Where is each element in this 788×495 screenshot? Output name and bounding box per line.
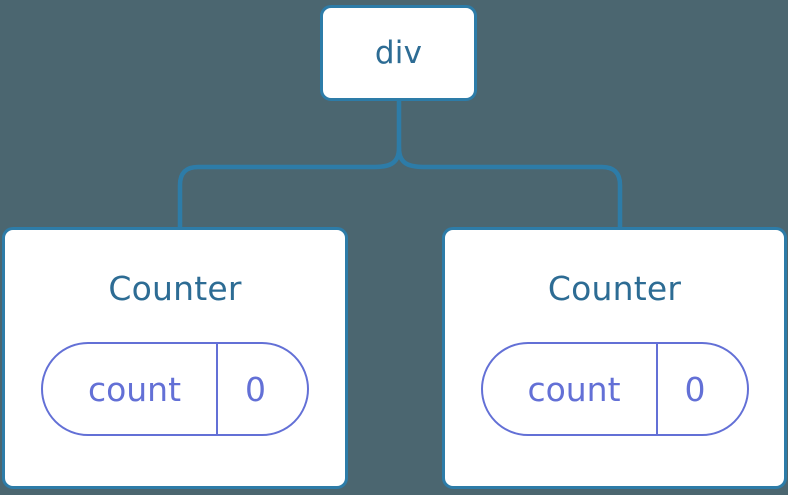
state-pill-counter-left[interactable]: count 0 [41,342,309,436]
edge-div-to-counter-left [177,97,402,232]
edge-div-to-counter-right [396,145,623,232]
node-counter-right[interactable]: Counter count 0 [442,227,787,489]
node-counter-left-label: Counter [108,269,242,308]
node-div-label: div [374,34,423,71]
node-counter-right-label: Counter [547,269,682,308]
state-pill-counter-right[interactable]: count 0 [480,342,749,436]
node-counter-left[interactable]: Counter count 0 [2,227,348,489]
node-div[interactable]: div [320,5,477,101]
state-value-count: 0 [245,369,266,409]
state-key-count: count [43,344,218,434]
state-key-count: count [483,344,658,434]
state-value-count: 0 [684,369,706,409]
